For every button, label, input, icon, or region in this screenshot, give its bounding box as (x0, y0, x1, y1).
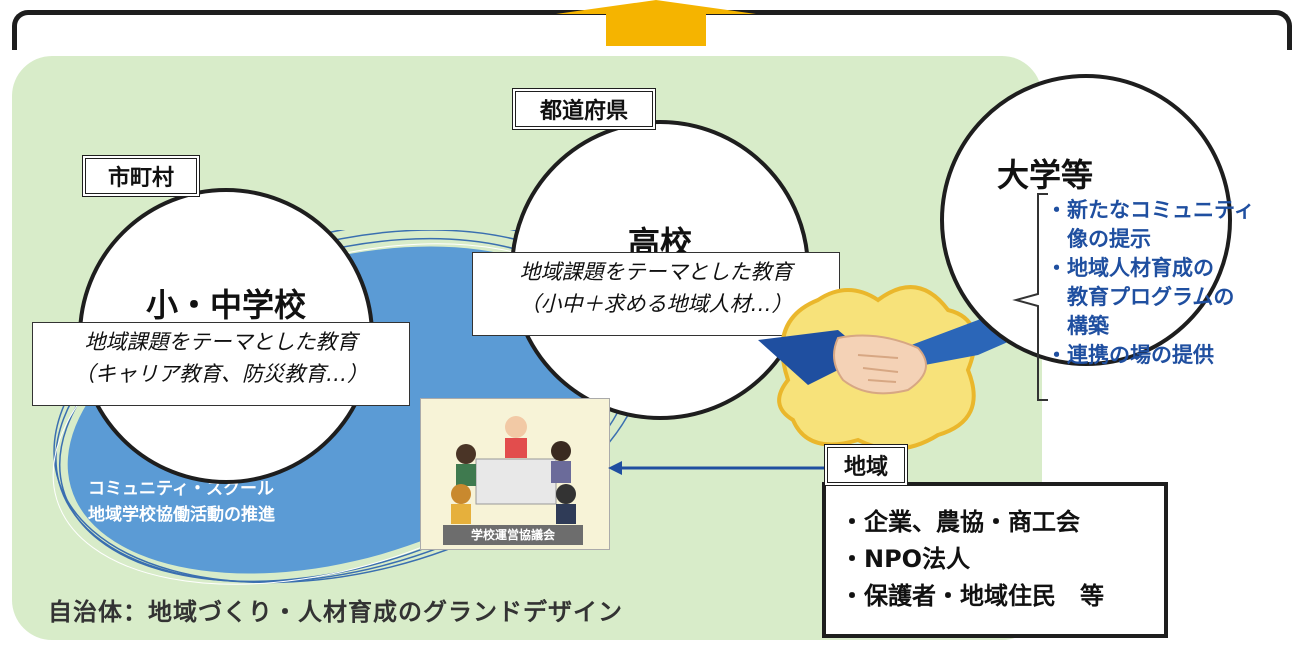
elementary-desc-line2: （キャリア教育、防災教育…） (74, 362, 368, 386)
meeting-people-icon (451, 416, 576, 524)
university-item: ・連携の場の提供 (1046, 343, 1214, 367)
tag-municipality: 市町村 (82, 155, 200, 197)
region-item: ・保護者・地域住民 等 (840, 582, 1104, 610)
highschool-desc-line2: （小中＋求める地域人材…） (519, 292, 793, 316)
community-school-line2: 地域学校協働活動の推進 (88, 505, 275, 525)
tag-region: 地域 (824, 444, 908, 486)
community-school-line1: コミュニティ・スクール (88, 479, 274, 499)
school-council-image: 学校運営協議会 (420, 398, 610, 550)
university-item: 像の提示 (1046, 227, 1151, 251)
left-arrow-icon (608, 461, 830, 475)
university-list: ・新たなコミュニティ 像の提示 ・地域人材育成の 教育プログラムの 構築 ・連携… (1046, 196, 1255, 370)
university-bracket (1012, 193, 1048, 401)
community-school-text: コミュニティ・スクール 地域学校協働活動の推進 (88, 476, 275, 528)
university-item: ・地域人材育成の (1046, 256, 1214, 280)
university-circle (940, 74, 1232, 366)
elementary-desc-line1: 地域課題をテーマとした教育 (84, 330, 358, 354)
highschool-desc-line1: 地域課題をテーマとした教育 (519, 260, 793, 284)
grand-design-caption: 自治体：地域づくり・人材育成のグランドデザイン (48, 598, 623, 626)
region-box: ・企業、農協・商工会 ・NPO法人 ・保護者・地域住民 等 (822, 482, 1168, 638)
school-council-label: 学校運営協議会 (443, 525, 583, 545)
university-item: 構築 (1046, 314, 1109, 338)
highschool-desc: 地域課題をテーマとした教育 （小中＋求める地域人材…） (472, 252, 840, 336)
region-item: ・NPO法人 (840, 545, 971, 573)
region-list: ・企業、農協・商工会 ・NPO法人 ・保護者・地域住民 等 (840, 504, 1104, 615)
university-item: ・新たなコミュニティ (1046, 198, 1255, 222)
tag-prefecture: 都道府県 (512, 88, 656, 130)
elementary-desc: 地域課題をテーマとした教育 （キャリア教育、防災教育…） (32, 322, 410, 406)
up-arrow-icon (556, 0, 756, 46)
university-title: 大学等 (996, 156, 1093, 194)
university-item: 教育プログラムの (1046, 285, 1235, 309)
region-item: ・企業、農協・商工会 (840, 508, 1080, 536)
elementary-title: 小・中学校 (145, 286, 306, 324)
